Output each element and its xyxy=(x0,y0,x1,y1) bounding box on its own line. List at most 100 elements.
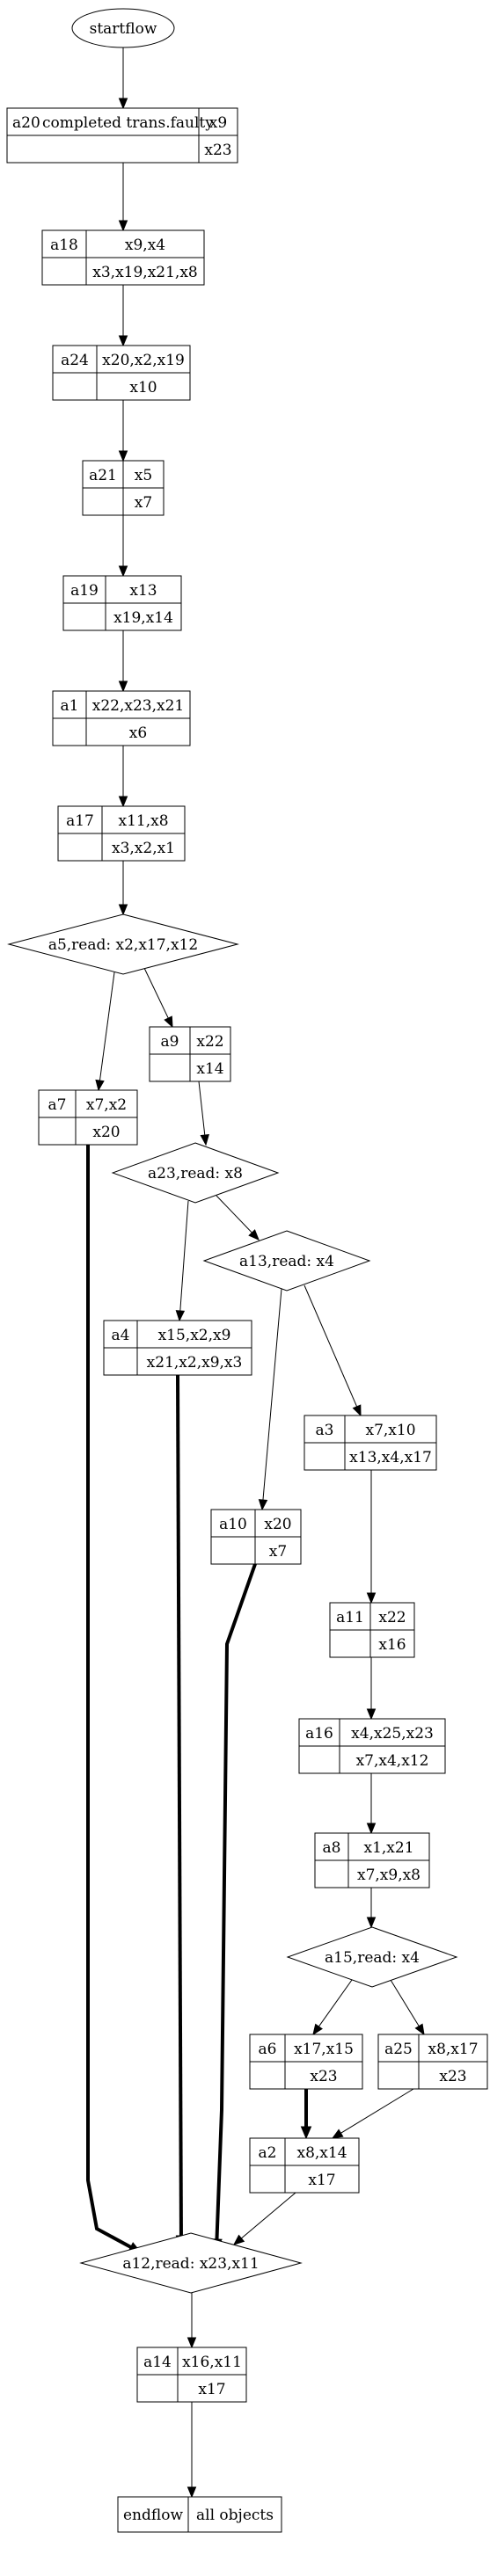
edge-a13-to-a10 xyxy=(258,1288,282,1511)
node-a16: a16 x4,x25,x23 x7,x4,x12 xyxy=(298,1718,446,1774)
node-a3-label: a3 xyxy=(316,1422,334,1439)
edge-a10-to-a12 xyxy=(211,1563,257,2252)
arrowhead-icon xyxy=(118,904,128,916)
node-a14-label: a14 xyxy=(143,2354,172,2371)
node-a2: a2 x8,x14 x17 xyxy=(249,2137,360,2194)
edge-a4-to-a12 xyxy=(175,1374,187,2249)
node-a1-out: x6 xyxy=(129,724,147,742)
end-node: endflow all objects xyxy=(117,2496,282,2533)
node-a16-in: x4,x25,x23 xyxy=(351,1725,434,1743)
arrowhead-icon xyxy=(200,1133,209,1146)
edge-a11-to-a16 xyxy=(366,1657,377,1721)
edge-line xyxy=(216,1195,252,1233)
arrowhead-icon xyxy=(118,220,128,232)
node-a17-in: x11,x8 xyxy=(118,812,168,830)
arrowhead-icon xyxy=(118,335,128,347)
node-a17: a17 x11,x8 x3,x2,x1 xyxy=(57,805,186,862)
node-a24-out: x10 xyxy=(129,379,157,397)
node-a17-out: x3,x2,x1 xyxy=(112,840,175,857)
edge-line xyxy=(198,1081,206,1136)
node-a7: a7 x7,x2 x20 xyxy=(38,1089,138,1146)
decision-a12-label: a12,read: x23,x11 xyxy=(122,2255,259,2273)
node-a18-label: a18 xyxy=(50,236,78,254)
node-a3-out: x13,x4,x17 xyxy=(349,1449,432,1466)
arrowhead-icon xyxy=(248,1229,260,1241)
edge-a7-to-a12 xyxy=(86,1145,143,2253)
arrowhead-icon xyxy=(352,1404,362,1417)
edge-a2-to-a12 xyxy=(232,2192,296,2245)
node-a24-label: a24 xyxy=(61,352,89,369)
decision-a15-label: a15,read: x4 xyxy=(325,1949,420,1967)
node-a20-label: a20 xyxy=(12,114,40,132)
edge-start-to-a20 xyxy=(118,47,128,110)
decision-a5-label: a5,read: x2,x17,x12 xyxy=(48,936,198,954)
node-a10-in: x20 xyxy=(264,1516,291,1533)
edge-line xyxy=(179,1200,189,1312)
arrowhead-icon xyxy=(175,1310,186,1322)
node-a4: a4 x15,x2,x9 x21,x2,x9,x3 xyxy=(103,1320,252,1376)
edge-a15-to-a25 xyxy=(390,1979,425,2036)
edge-line xyxy=(262,1288,282,1501)
node-a4-out: x21,x2,x9,x3 xyxy=(147,1354,243,1372)
arrowhead-icon xyxy=(118,680,128,693)
node-a8-in: x1,x21 xyxy=(363,1839,413,1857)
decision-a23: a23,read: x8 xyxy=(111,1142,280,1204)
node-a6-label: a6 xyxy=(259,2041,277,2058)
node-a11-label: a11 xyxy=(336,1609,364,1626)
arrowhead-icon xyxy=(366,1823,377,1835)
node-a20-extra: completed trans.faulty xyxy=(42,114,214,132)
edge-a5-to-a9 xyxy=(143,967,173,1029)
decision-a5: a5,read: x2,x17,x12 xyxy=(7,913,239,975)
node-a21-in: x5 xyxy=(135,467,152,484)
nodes-layer: startflow a20 completed trans.faulty x9 … xyxy=(6,8,488,2533)
arrowhead-icon xyxy=(366,1708,377,1721)
node-a1-in: x22,x23,x21 xyxy=(92,697,184,715)
edge-a24-to-a21 xyxy=(118,400,128,462)
node-a25-out: x23 xyxy=(439,2068,466,2085)
node-a7-out: x20 xyxy=(92,1124,120,1141)
decision-a12: a12,read: x23,x11 xyxy=(79,2232,303,2294)
arrowhead-icon xyxy=(232,2234,245,2245)
node-a1-label: a1 xyxy=(61,697,79,715)
node-a1: a1 x22,x23,x21 x6 xyxy=(52,690,191,746)
node-a11-in: x22 xyxy=(378,1609,406,1626)
edge-a19-to-a1 xyxy=(118,630,128,693)
edge-line xyxy=(215,1563,257,2240)
node-a10: a10 x20 x7 xyxy=(210,1509,302,1565)
node-a6-out: x23 xyxy=(310,2068,337,2085)
edge-a17-to-a5 xyxy=(118,861,128,916)
node-a19-out: x19,x14 xyxy=(113,609,173,627)
start-label: startflow xyxy=(90,20,157,38)
node-a24: a24 x20,x2,x19 x10 xyxy=(52,345,191,401)
start-node: startflow xyxy=(71,8,175,48)
edge-a6-to-a2 xyxy=(300,2089,312,2140)
arrowhead-icon xyxy=(186,2337,197,2349)
node-a16-label: a16 xyxy=(305,1725,333,1743)
node-a7-label: a7 xyxy=(48,1096,67,1114)
edge-line xyxy=(143,967,169,1019)
node-a19-in: x13 xyxy=(129,582,157,600)
node-a14: a14 x16,x11 x17 xyxy=(136,2347,247,2403)
edge-a13-to-a3 xyxy=(304,1284,362,1417)
node-a10-out: x7 xyxy=(269,1543,287,1561)
node-a2-label: a2 xyxy=(259,2144,277,2162)
arrowhead-icon xyxy=(164,1015,173,1029)
arrowhead-icon xyxy=(331,2128,344,2139)
edge-a8-to-a15 xyxy=(366,1888,377,1929)
edge-line xyxy=(304,1284,358,1408)
edge-a14-to-end xyxy=(186,2402,197,2499)
edge-line xyxy=(99,971,115,1081)
edge-a18-to-a24 xyxy=(118,285,128,347)
decision-a15: a15,read: x4 xyxy=(286,1926,458,1988)
edge-a15-to-a6 xyxy=(312,1979,353,2036)
node-a19-label: a19 xyxy=(70,582,99,600)
decision-a23-label: a23,read: x8 xyxy=(148,1165,243,1182)
node-a20-in: x9 xyxy=(209,114,227,132)
decision-a13: a13,read: x4 xyxy=(202,1230,371,1292)
node-a18-out: x3,x19,x21,x8 xyxy=(92,264,197,281)
node-a18: a18 x9,x4 x3,x19,x21,x8 xyxy=(41,229,205,286)
arrowhead-icon xyxy=(118,98,128,110)
end-label: endflow xyxy=(123,2507,183,2524)
node-a25: a25 x8,x17 x23 xyxy=(377,2034,488,2090)
